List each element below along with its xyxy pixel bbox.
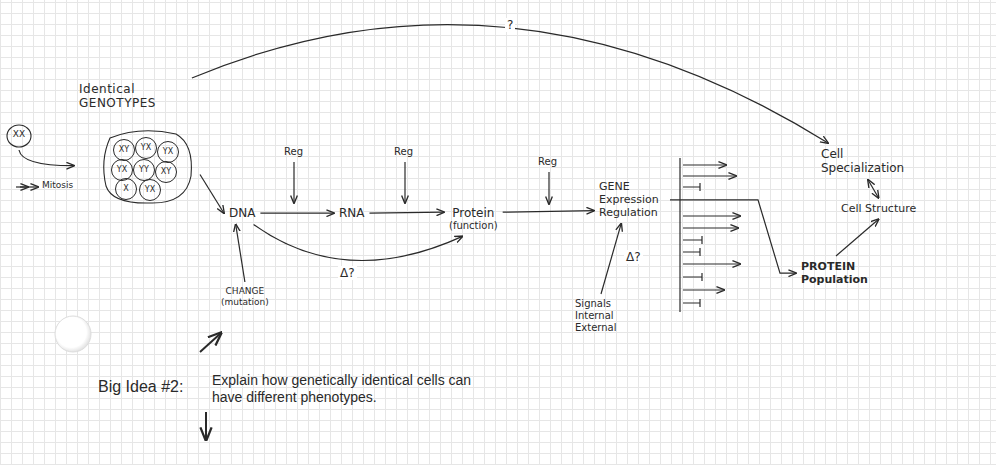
flow-arrow bbox=[836, 219, 879, 256]
genotype-letters: YX bbox=[117, 165, 127, 175]
active-gene-arrow bbox=[683, 289, 724, 290]
prompt-text: Big Idea #2: bbox=[98, 377, 183, 396]
node-text: DNA bbox=[229, 206, 255, 220]
repressed-gene-mark bbox=[683, 236, 702, 244]
concept-box: PROTEIN Population bbox=[798, 258, 874, 288]
cell bbox=[112, 160, 133, 181]
active-gene-arrow bbox=[683, 175, 736, 176]
concept-box: Signals Internal External bbox=[572, 296, 630, 336]
flow-arrow bbox=[260, 213, 334, 214]
cell-group bbox=[112, 138, 179, 201]
cell bbox=[134, 160, 155, 181]
node-subtext: (mutation) bbox=[221, 297, 269, 308]
node-text: Identical GENOTYPES bbox=[79, 82, 195, 111]
cell bbox=[114, 140, 135, 161]
bracket-line bbox=[679, 158, 680, 312]
active-gene-arrow bbox=[683, 164, 726, 165]
cell bbox=[156, 162, 177, 183]
node-text: CHANGE bbox=[221, 286, 269, 297]
flow-arrow bbox=[200, 175, 224, 214]
pointer-arrow bbox=[205, 412, 207, 440]
edge-label: Δ? bbox=[338, 266, 357, 280]
repressed-gene-mark bbox=[683, 273, 702, 281]
genotype-letters: YX bbox=[145, 185, 155, 195]
flow-arrow bbox=[192, 25, 828, 143]
flow-arrow bbox=[370, 212, 445, 213]
genotype-letters: X bbox=[123, 184, 128, 194]
node-text: XX bbox=[6, 129, 32, 140]
repressed-gene-mark bbox=[683, 299, 700, 307]
genotype-letters: YX bbox=[141, 143, 151, 153]
active-gene-arrow bbox=[683, 215, 740, 216]
regulation-arrow bbox=[293, 162, 294, 203]
concept-box: Protein(function) bbox=[446, 204, 501, 234]
node-text: Protein bbox=[449, 206, 498, 220]
flow-arrow bbox=[19, 150, 74, 166]
note-label: Mitosis bbox=[42, 180, 73, 191]
genotype-letters: XY bbox=[161, 167, 171, 177]
node-text: PROTEIN Population bbox=[801, 260, 871, 286]
genotype-letters: YX bbox=[163, 147, 173, 157]
cell bbox=[136, 138, 157, 159]
note-label: Reg bbox=[394, 146, 413, 158]
node-text: Cell Specialization bbox=[821, 147, 915, 176]
mitosis-arrow bbox=[16, 186, 28, 187]
concept-box: Cell Specialization bbox=[818, 145, 918, 178]
pointer-arrow bbox=[200, 333, 221, 352]
genotype-letters: YY bbox=[139, 165, 149, 175]
repressed-gene-mark bbox=[683, 248, 700, 256]
repressed-gene-mark bbox=[683, 183, 700, 191]
note-label: Reg bbox=[284, 146, 303, 158]
node-text: GENE Expression Regulation bbox=[599, 180, 665, 220]
circle-outline bbox=[7, 125, 31, 147]
cell bbox=[158, 142, 179, 163]
flow-arrow bbox=[868, 180, 879, 198]
cell-cluster: Identical GENOTYPES bbox=[76, 80, 198, 206]
concept-box: RNA bbox=[336, 204, 368, 222]
concept-box: GENE Expression Regulation bbox=[596, 178, 668, 222]
concept-box: DNA bbox=[226, 204, 258, 222]
concept-box: Cell Structure bbox=[838, 200, 919, 217]
active-gene-arrow bbox=[683, 263, 740, 264]
flow-arrow bbox=[601, 224, 621, 294]
flow-arrow bbox=[254, 224, 463, 260]
concept-box: CHANGE(mutation) bbox=[218, 284, 272, 310]
prompt-text: Explain how genetically identical cells … bbox=[212, 372, 492, 406]
genotype-letters: XY bbox=[119, 145, 129, 155]
edge-label: ? bbox=[505, 18, 515, 32]
active-gene-arrow bbox=[683, 227, 738, 228]
expression-bracket bbox=[680, 158, 740, 312]
node-text: Cell Structure bbox=[841, 202, 916, 215]
cluster-outline bbox=[104, 131, 192, 203]
flow-arrow bbox=[236, 224, 245, 282]
cell bbox=[116, 179, 137, 200]
node-text: Signals Internal External bbox=[575, 298, 627, 334]
node-text: RNA bbox=[339, 206, 365, 220]
regulation-arrow bbox=[404, 162, 405, 203]
note-label: Reg bbox=[538, 156, 557, 168]
edge-label: Δ? bbox=[624, 250, 643, 264]
flow-arrow bbox=[670, 200, 796, 273]
white-dot bbox=[55, 316, 91, 352]
regulation-arrow bbox=[548, 172, 549, 204]
cell bbox=[140, 180, 161, 201]
node-subtext: (function) bbox=[449, 220, 498, 232]
cell-circle: XX bbox=[6, 124, 32, 148]
flow-arrow bbox=[503, 211, 594, 213]
